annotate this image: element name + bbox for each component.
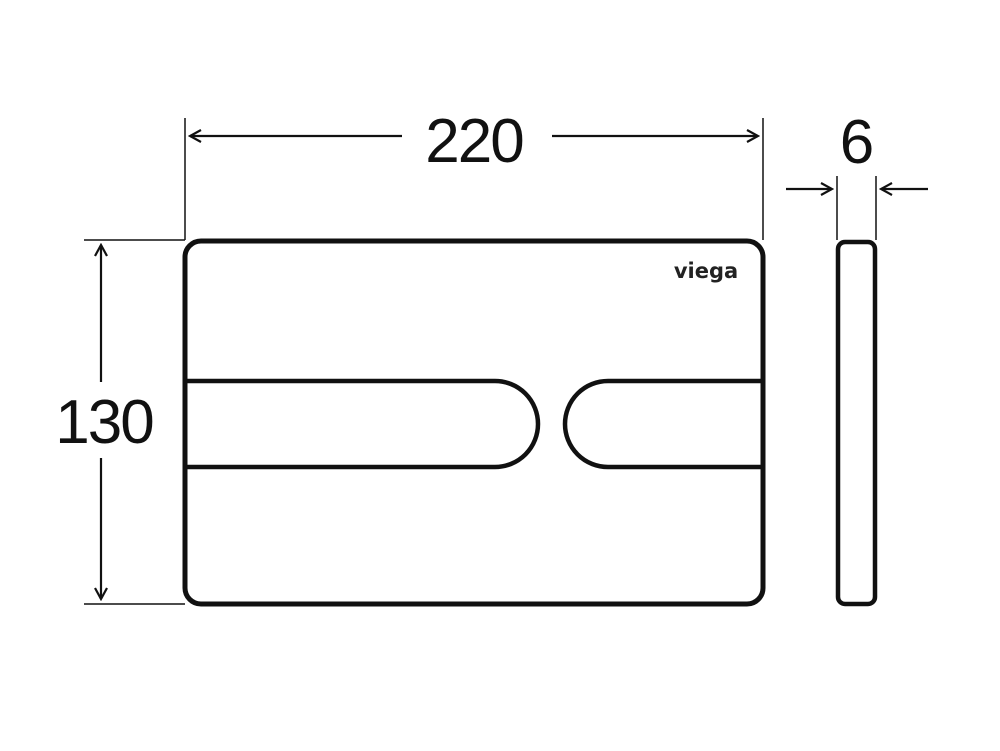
right-flush-button	[562, 378, 761, 470]
plate-outline	[182, 238, 766, 607]
plate-side-view: 6	[786, 108, 928, 607]
depth-label: 6	[840, 108, 872, 177]
height-dimension: 130	[55, 239, 185, 605]
plate-front-view: viega	[182, 238, 766, 607]
width-dimension: 220	[184, 107, 764, 240]
height-label: 130	[55, 388, 153, 457]
side-profile	[835, 239, 878, 607]
width-label: 220	[425, 107, 523, 176]
viega-logo: viega	[674, 259, 738, 283]
left-flush-button	[187, 378, 541, 470]
